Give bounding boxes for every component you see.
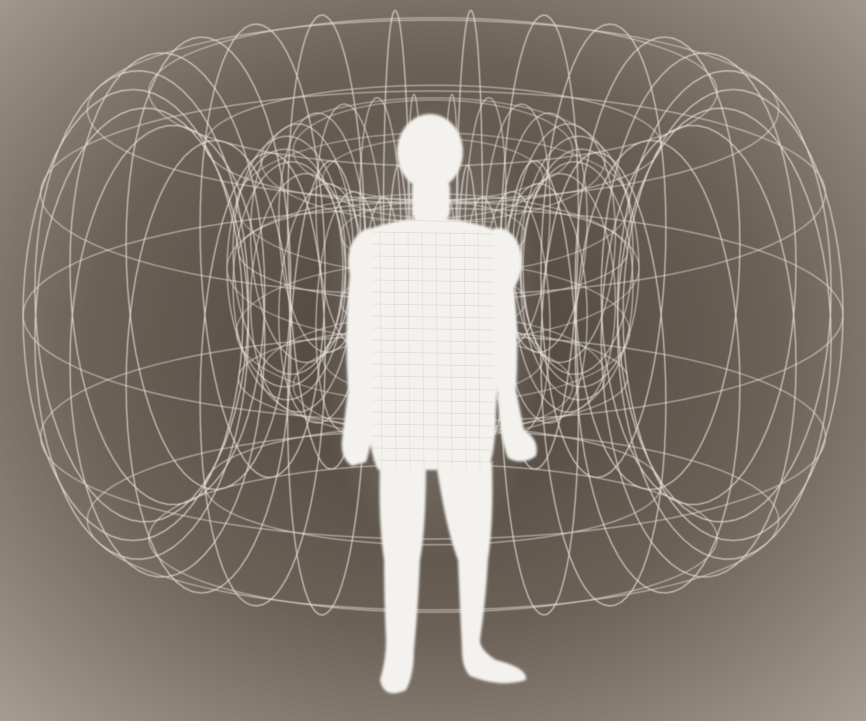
figure-head — [397, 114, 463, 190]
figure-neck — [412, 180, 450, 220]
